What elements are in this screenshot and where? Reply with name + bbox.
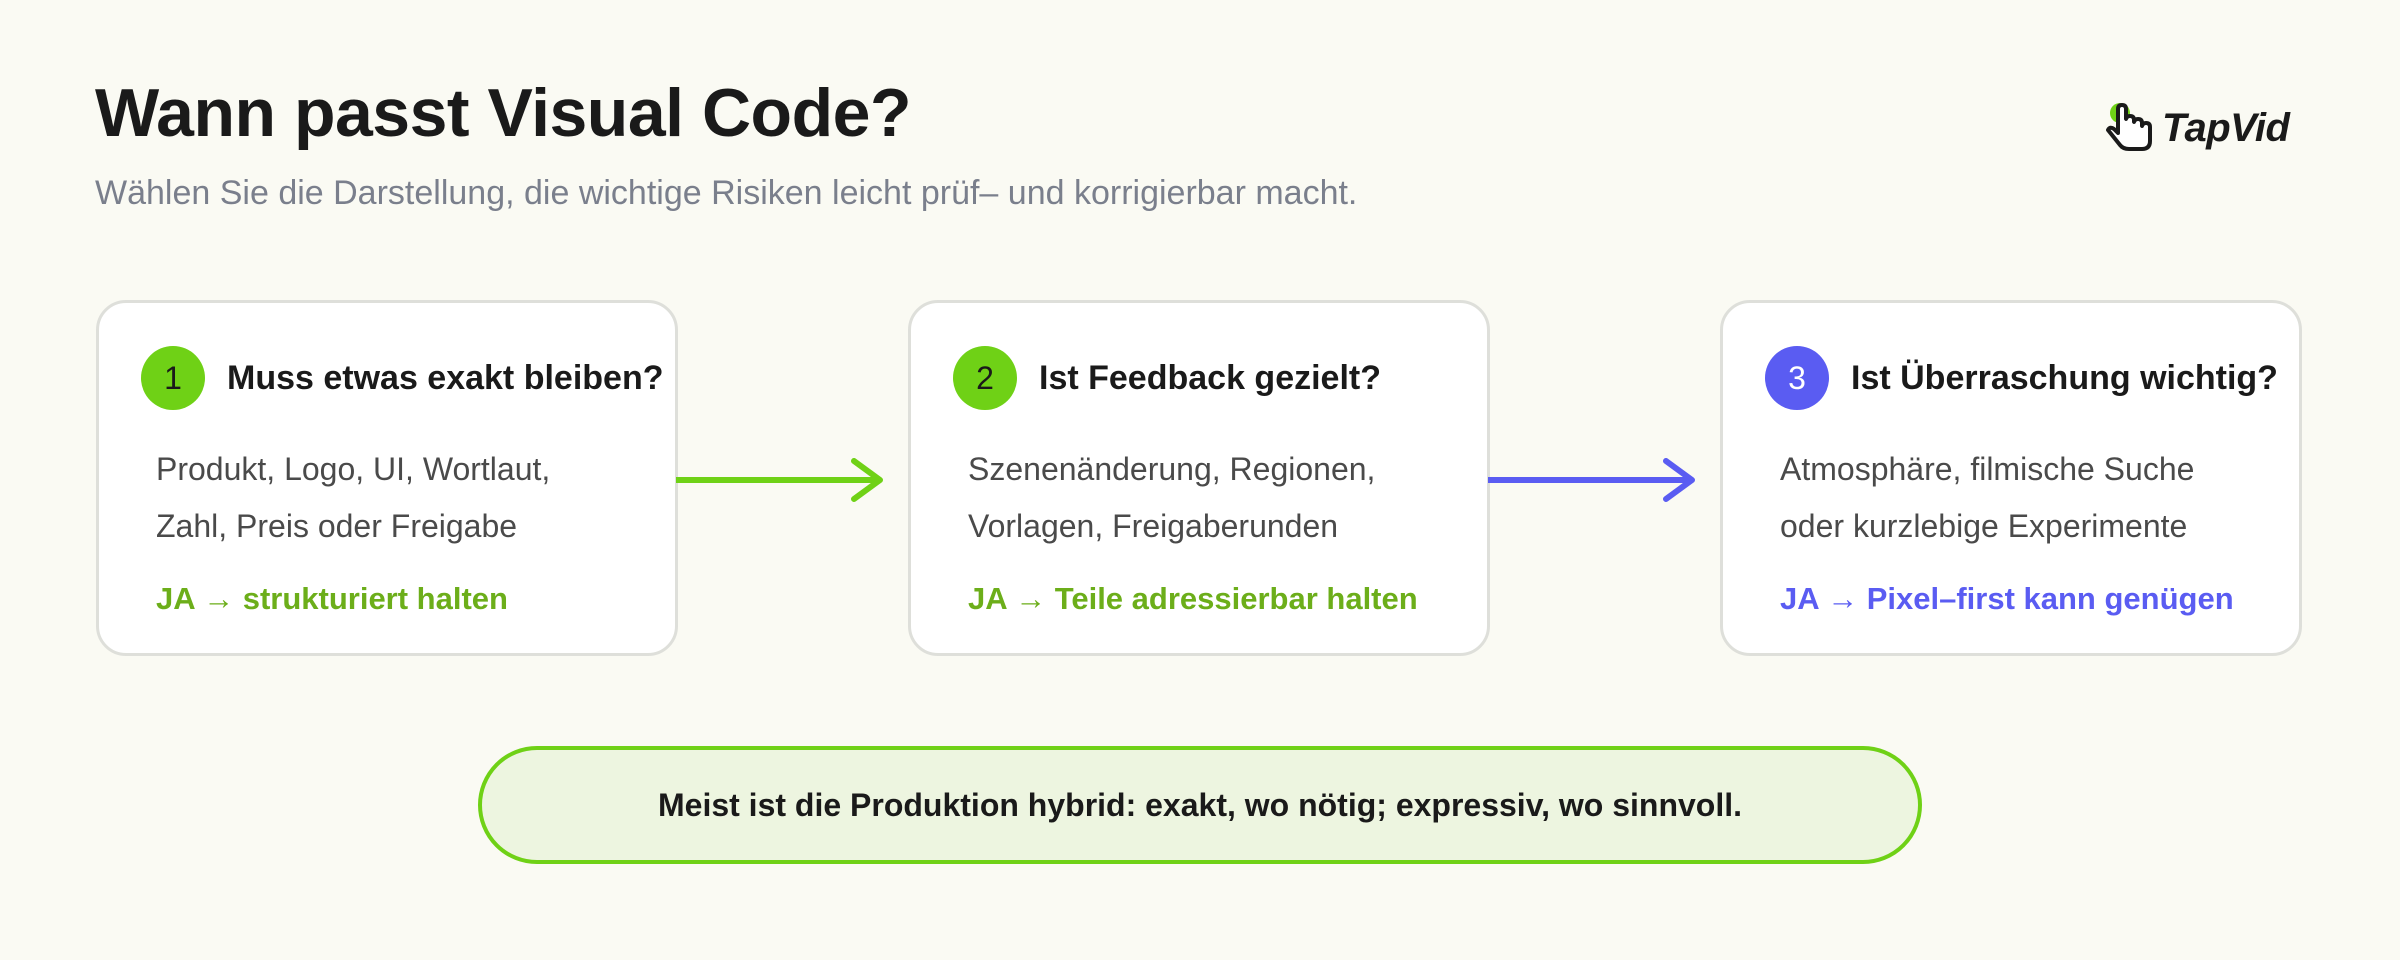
step-description-line: Zahl, Preis oder Freigabe (156, 508, 518, 544)
step-description: Produkt, Logo, UI, Wortlaut, Zahl, Preis… (156, 441, 550, 555)
arrow-right-icon (676, 458, 883, 502)
step-result: JA → Teile adressierbar halten (968, 581, 1418, 616)
step-question: Ist Überraschung wichtig? (1851, 359, 2278, 397)
step-description-line: Produkt, Logo, UI, Wortlaut, (156, 451, 551, 487)
step-description-line: oder kurzlebige Experimente (1780, 508, 2188, 544)
step-description-line: Szenenänderung, Regionen, (968, 451, 1376, 487)
step-number-badge: 3 (1765, 346, 1829, 410)
page-title: Wann passt Visual Code? (95, 75, 912, 151)
hand-pointer-icon (2106, 103, 2152, 151)
step-number-badge: 1 (141, 346, 205, 410)
step-description: Atmosphäre, filmische Suche oder kurzleb… (1780, 441, 2194, 555)
summary-banner: Meist ist die Produktion hybrid: exakt, … (478, 746, 1922, 864)
summary-text: Meist ist die Produktion hybrid: exakt, … (657, 786, 1743, 823)
step-result: JA → strukturiert halten (156, 581, 508, 616)
arrow-right-icon (1488, 458, 1695, 502)
page-subtitle: Wählen Sie die Darstellung, die wichtige… (95, 174, 1358, 212)
step-description-line: Atmosphäre, filmische Suche (1780, 451, 2195, 487)
step-description-line: Vorlagen, Freigaberunden (968, 508, 1339, 544)
step-card-2: 2 Ist Feedback gezielt? Szenenänderung, … (908, 300, 1490, 656)
step-number-badge: 2 (953, 346, 1017, 410)
step-question: Muss etwas exakt bleiben? (227, 359, 664, 397)
tapvid-logo: TapVid (2104, 98, 2290, 158)
step-question: Ist Feedback gezielt? (1039, 359, 1381, 397)
step-card-1: 1 Muss etwas exakt bleiben? Produkt, Log… (96, 300, 678, 656)
step-description: Szenenänderung, Regionen, Vorlagen, Frei… (968, 441, 1375, 555)
step-card-3: 3 Ist Überraschung wichtig? Atmosphäre, … (1720, 300, 2302, 656)
logo-text: TapVid (2162, 105, 2290, 150)
step-result: JA → Pixel–first kann genügen (1780, 581, 2234, 616)
